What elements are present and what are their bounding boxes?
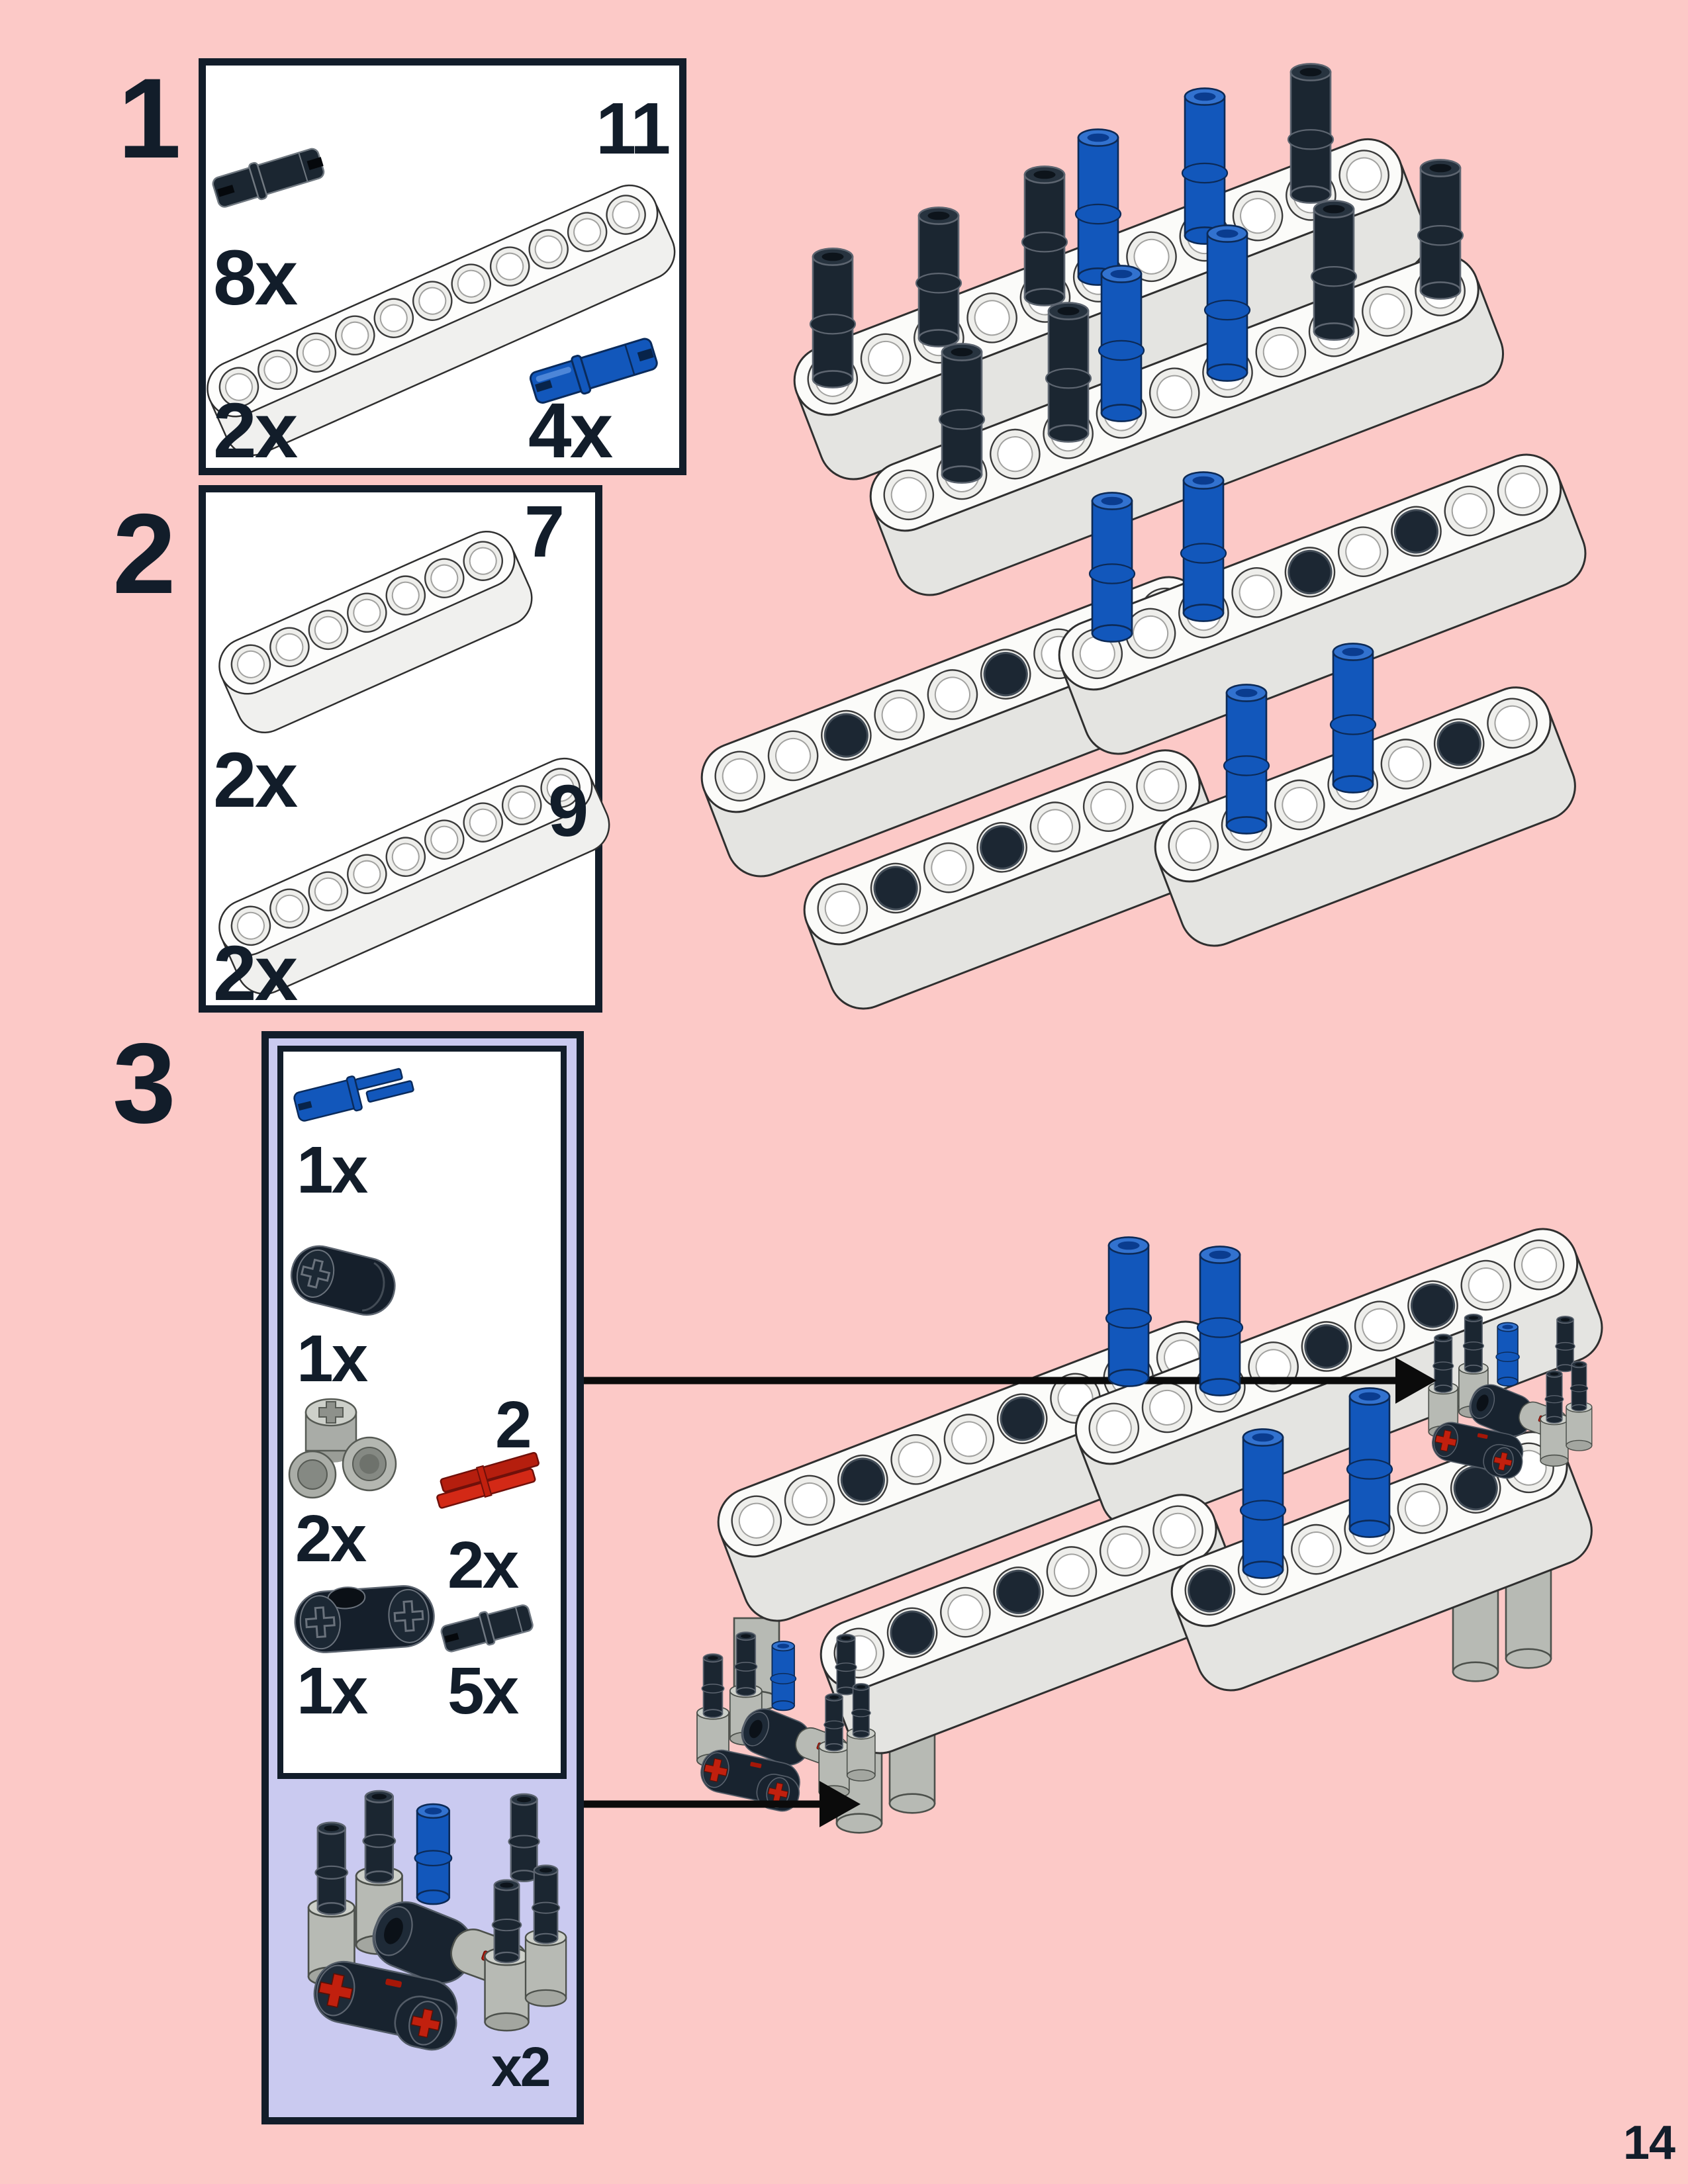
step3-qty-gray-cross-block: 2x	[295, 1502, 367, 1576]
step3-qty-black-pin-short: 5x	[447, 1654, 519, 1728]
callout-arrow	[584, 1357, 1436, 1404]
step2-beam9-length-callout: 9	[548, 770, 588, 852]
black-pin	[1287, 63, 1335, 204]
asm3-beam-front-left	[820, 1494, 1242, 1754]
step-1-number: 1	[118, 55, 181, 182]
submodel-preview	[277, 1787, 576, 2057]
blue-pin	[1239, 1428, 1287, 1579]
blue-pin	[1203, 224, 1251, 382]
asm2-beam-back-left	[700, 576, 1229, 878]
callout-arrow	[584, 1781, 861, 1827]
blue-pin	[1098, 265, 1145, 422]
submodel-cluster	[1428, 1314, 1592, 1481]
blue-pin	[1223, 684, 1270, 835]
black-pin	[938, 343, 986, 484]
step-2-number: 2	[113, 490, 176, 617]
black-pin	[1310, 200, 1358, 341]
blue-pin	[1088, 492, 1136, 643]
page-number: 14	[1623, 2116, 1675, 2169]
blue-pin	[1105, 1236, 1152, 1387]
blue-pin	[1329, 643, 1377, 794]
asm2-beam-front-right	[1154, 686, 1576, 947]
black-pin	[1045, 302, 1092, 443]
submodel-cluster	[696, 1632, 875, 1814]
black-pin-short-icon	[440, 1604, 534, 1653]
gray-cross-block-icon	[288, 1398, 397, 1499]
step1-qty-beam: 2x	[213, 387, 298, 475]
step3-qty-red-axle: 2x	[447, 1528, 519, 1602]
blue-pin	[1074, 128, 1122, 286]
asm1-beam-back	[793, 138, 1429, 480]
red-axle-2-icon	[436, 1451, 539, 1509]
asm2-beam-front-left	[803, 749, 1225, 1010]
asm1-beam-front	[869, 253, 1505, 596]
black-pin	[1021, 165, 1068, 306]
blue-pin-3l-icon	[529, 338, 658, 404]
step1-qty-blue-pin: 4x	[528, 387, 613, 475]
blue-pin	[1196, 1246, 1244, 1396]
gray-pin	[835, 1749, 883, 1834]
step3-qty-blue-axle-pin: 1x	[297, 1133, 368, 1207]
asm3-beam-front-right	[1170, 1431, 1593, 1692]
black-pin	[1417, 159, 1464, 300]
gray-pin	[1505, 1565, 1552, 1669]
black-pin-3l-icon	[212, 148, 325, 208]
step3-qty-black-axle-connector: 1x	[297, 1322, 368, 1396]
gray-pin	[733, 1617, 780, 1711]
gray-pin	[888, 1729, 936, 1814]
asm3-beam-back-left	[717, 1320, 1246, 1622]
blue-pin	[1181, 87, 1229, 245]
step3-qty-black-cross-block: 1x	[297, 1654, 368, 1728]
step2-beam7-length-callout: 7	[524, 491, 565, 572]
blue-pin	[1180, 471, 1227, 622]
submodel-count-label: x2	[491, 2036, 551, 2098]
black-pin	[915, 206, 962, 347]
black-cross-block-icon	[294, 1585, 435, 1653]
step3-red-axle-length-callout: 2	[495, 1388, 532, 1462]
blue-pin	[1346, 1387, 1393, 1538]
blue-axle-pin-icon	[293, 1068, 414, 1122]
step2-qty-beam7: 2x	[213, 737, 298, 824]
step1-beam-length-callout: 11	[596, 88, 671, 169]
asm2-beam-back-right	[1058, 453, 1587, 755]
asm3-beam-back-right	[1074, 1228, 1603, 1529]
step2-qty-beam9: 2x	[213, 930, 298, 1017]
black-axle-connector-icon	[290, 1245, 396, 1316]
gray-pin	[1452, 1584, 1499, 1682]
step1-qty-black-pin: 8x	[213, 234, 298, 322]
black-pin	[809, 248, 857, 388]
step-3-number: 3	[113, 1020, 176, 1147]
